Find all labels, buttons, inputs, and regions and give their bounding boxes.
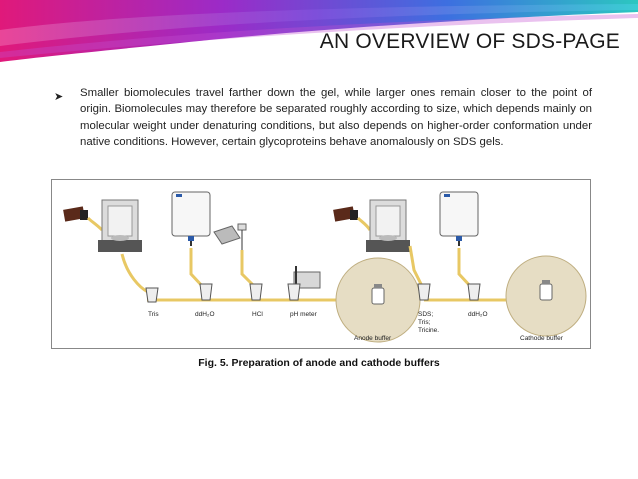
figure-caption: Fig. 5. Preparation of anode and cathode… xyxy=(198,357,440,369)
ph-meter-icon xyxy=(287,266,321,301)
beaker-icon xyxy=(145,287,159,303)
water-tank-icon xyxy=(439,191,479,246)
label-hcl: HCl xyxy=(252,311,263,318)
bullet-text: Smaller biomolecules travel farther down… xyxy=(80,87,592,149)
analytical-balance-icon xyxy=(366,199,410,252)
label-anode-buffer: Anode buffer xyxy=(354,335,392,342)
label-tricine: Tricine. xyxy=(418,327,439,334)
label-tris: Tris xyxy=(148,311,159,318)
label-ph-meter: pH meter xyxy=(290,311,318,318)
water-tank-icon xyxy=(171,191,211,246)
cathode-buffer-disc xyxy=(505,255,587,337)
analytical-balance-icon xyxy=(98,199,142,252)
buffer-preparation-figure: Tris ddH₂O HCl xyxy=(51,179,591,349)
label-sds: SDS; xyxy=(418,311,433,318)
label-ddh2o-2: ddH₂O xyxy=(468,311,488,318)
reagent-bottle-icon xyxy=(333,206,372,231)
arrow-bullet-icon: ➤ xyxy=(54,91,64,103)
reagent-bottle-icon xyxy=(63,206,104,232)
hcl-bottle-icon xyxy=(213,223,247,270)
decorative-banner xyxy=(0,0,638,62)
figure-diagram: Tris ddH₂O HCl xyxy=(63,191,587,343)
label-ddh2o-1: ddH₂O xyxy=(195,311,215,318)
label-tris-2: Tris; xyxy=(418,319,431,326)
label-cathode-buffer: Cathode buffer xyxy=(520,335,564,342)
anode-buffer-disc xyxy=(335,257,421,343)
page-title: AN OVERVIEW OF SDS-PAGE xyxy=(319,30,620,53)
